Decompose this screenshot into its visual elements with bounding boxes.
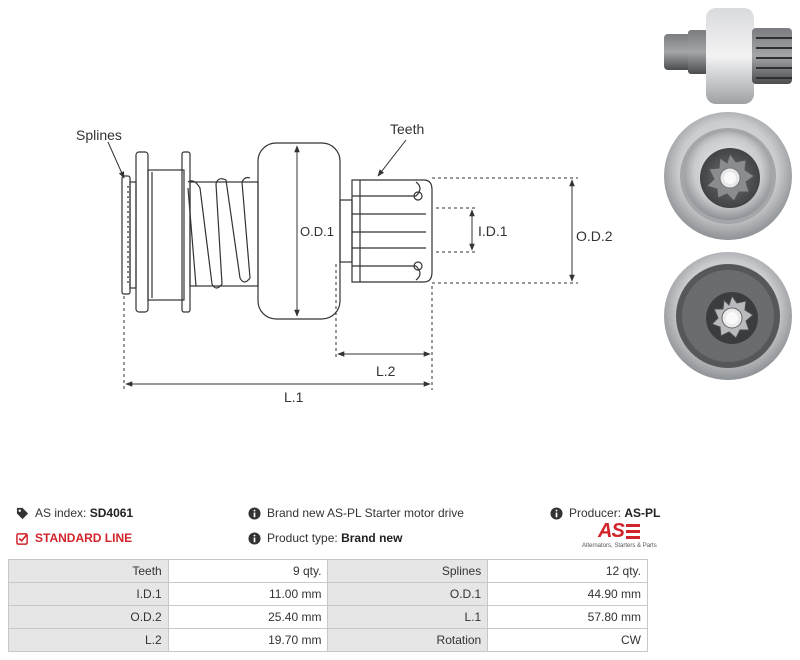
product-type-value: Brand new — [341, 531, 403, 545]
spec-label: L.1 — [327, 605, 489, 629]
spec-label: O.D.2 — [8, 605, 169, 629]
spec-value: 11.00 mm — [167, 582, 329, 606]
spec-value: 12 qty. — [487, 559, 648, 583]
logo-tagline: Alternators, Starters & Parts — [582, 543, 657, 549]
label-od2: O.D.2 — [576, 228, 613, 244]
dimension-lines — [107, 139, 578, 390]
info-icon — [248, 531, 261, 545]
as-index-label: AS index: — [35, 506, 87, 520]
drive-outline — [121, 142, 433, 320]
spec-label: I.D.1 — [8, 582, 169, 606]
table-row: L.2 19.70 mm Rotation CW — [8, 628, 648, 652]
logo-mark: AS — [598, 520, 625, 542]
table-row: O.D.2 25.40 mm L.1 57.80 mm — [8, 605, 648, 629]
check-badge-icon — [16, 532, 28, 545]
label-splines: Splines — [76, 127, 122, 143]
spec-label: L.2 — [8, 628, 169, 652]
spec-label: Splines — [327, 559, 489, 583]
standard-line-badge: STANDARD LINE — [35, 531, 133, 545]
label-od1: O.D.1 — [300, 224, 334, 239]
technical-drawing: Splines Teeth O.D.1 I.D.1 O.D.2 L.2 L.1 — [76, 8, 792, 405]
as-pl-logo: AS Alternators, Starters & Parts — [582, 520, 657, 554]
spec-value: 9 qty. — [167, 559, 329, 583]
spec-label: O.D.1 — [327, 582, 489, 606]
spec-value: 57.80 mm — [487, 605, 648, 629]
spec-label: Teeth — [8, 559, 169, 583]
product-description: Brand new AS-PL Starter motor drive — [267, 506, 464, 520]
product-type-label: Product type: — [267, 531, 338, 545]
as-index-value: SD4061 — [89, 506, 134, 520]
tag-icon — [16, 507, 29, 519]
spec-value: 25.40 mm — [167, 605, 329, 629]
label-id1: I.D.1 — [478, 223, 508, 239]
product-photo-side — [664, 8, 792, 104]
producer-label: Producer: — [569, 506, 622, 520]
product-photo-back — [664, 252, 792, 380]
product-type-row: Product type: Brand new — [248, 531, 402, 545]
label-teeth: Teeth — [390, 121, 424, 137]
description-row: Brand new AS-PL Starter motor drive — [248, 506, 464, 520]
info-icon — [550, 506, 563, 520]
label-l1: L.1 — [284, 389, 304, 405]
standard-line-row: STANDARD LINE — [16, 531, 132, 545]
dimension-labels: Splines Teeth O.D.1 I.D.1 O.D.2 L.2 L.1 — [76, 121, 613, 405]
product-photo-front — [664, 112, 792, 240]
table-row: Teeth 9 qty. Splines 12 qty. — [8, 559, 648, 583]
info-icon — [248, 506, 261, 520]
spec-value: 19.70 mm — [167, 628, 329, 652]
specs-table: Teeth 9 qty. Splines 12 qty. I.D.1 11.00… — [8, 559, 648, 652]
table-row: I.D.1 11.00 mm O.D.1 44.90 mm — [8, 582, 648, 606]
as-index-row: AS index: SD4061 — [16, 506, 133, 520]
spec-value: 44.90 mm — [487, 582, 648, 606]
producer-value: AS-PL — [624, 506, 661, 520]
spec-label: Rotation — [327, 628, 489, 652]
producer-row: Producer: AS-PL — [550, 506, 660, 520]
label-l2: L.2 — [376, 363, 396, 379]
spec-value: CW — [487, 628, 648, 652]
